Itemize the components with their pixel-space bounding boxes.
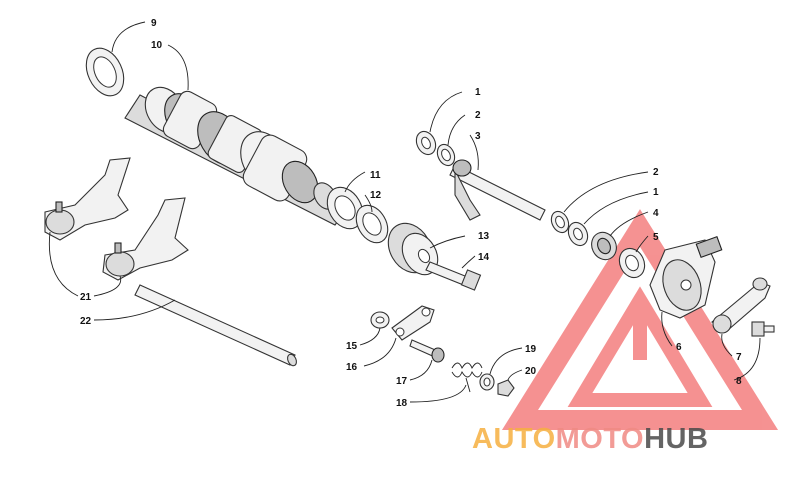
link-plate-16 — [391, 305, 435, 341]
callout-1-upper: 1 — [475, 87, 481, 98]
callout-15: 15 — [346, 341, 358, 352]
callout-4: 4 — [653, 208, 659, 219]
callout-8: 8 — [736, 376, 742, 387]
fork-rod-22 — [134, 284, 297, 367]
washer-9 — [85, 47, 125, 97]
callout-18: 18 — [396, 398, 408, 409]
callout-3: 3 — [475, 131, 481, 142]
shift-drum-10 — [124, 86, 351, 226]
watermark-auto: AUTO — [472, 423, 556, 455]
washer-2-lower — [550, 210, 570, 234]
callout-19: 19 — [525, 344, 537, 355]
callout-1-lower: 1 — [653, 187, 659, 198]
bushing-5 — [618, 247, 646, 279]
callout-9: 9 — [151, 18, 157, 29]
watermark-logo — [501, 209, 779, 430]
callout-6: 6 — [676, 342, 682, 353]
callout-7: 7 — [736, 352, 742, 363]
washer-1-upper — [415, 130, 437, 156]
shift-shaft-3 — [449, 159, 546, 221]
shift-fork-21b — [102, 197, 189, 281]
callout-11: 11 — [370, 170, 381, 181]
callout-22: 22 — [80, 316, 92, 327]
bolt-14 — [425, 261, 482, 291]
washer-19 — [479, 373, 495, 391]
watermark-moto: MOTO — [556, 423, 644, 455]
callout-2-upper: 2 — [475, 110, 481, 121]
nut-20 — [497, 379, 515, 397]
position-sensor-6 — [649, 235, 723, 319]
callout-20: 20 — [525, 366, 537, 377]
watermark-hub: HUB — [644, 423, 708, 455]
spring-18 — [451, 362, 483, 393]
leader-lines — [48, 21, 761, 403]
callout-21: 21 — [80, 292, 92, 303]
callout-5: 5 — [653, 232, 659, 243]
callout-2-lower: 2 — [653, 167, 659, 178]
callout-12: 12 — [370, 190, 382, 201]
washer-12 — [355, 204, 389, 244]
callout-17: 17 — [396, 376, 408, 387]
shift-fork-21a — [44, 157, 131, 241]
bearing-4 — [591, 231, 617, 261]
watermark-text: AUTOMOTOHUB — [472, 423, 708, 455]
callout-10: 10 — [151, 40, 163, 51]
washer-1-lower — [567, 221, 589, 247]
pin-17 — [409, 339, 445, 363]
callout-16: 16 — [346, 362, 358, 373]
lever-7 — [711, 277, 771, 334]
washer-11 — [326, 186, 364, 230]
callout-numbers: 9 10 11 12 13 14 1 2 3 2 1 4 5 6 7 8 21 … — [80, 18, 742, 409]
bolt-8 — [751, 321, 775, 337]
callout-14: 14 — [478, 252, 490, 263]
washer-15 — [370, 311, 390, 329]
callout-13: 13 — [478, 231, 490, 242]
washer-2-upper — [436, 143, 456, 167]
